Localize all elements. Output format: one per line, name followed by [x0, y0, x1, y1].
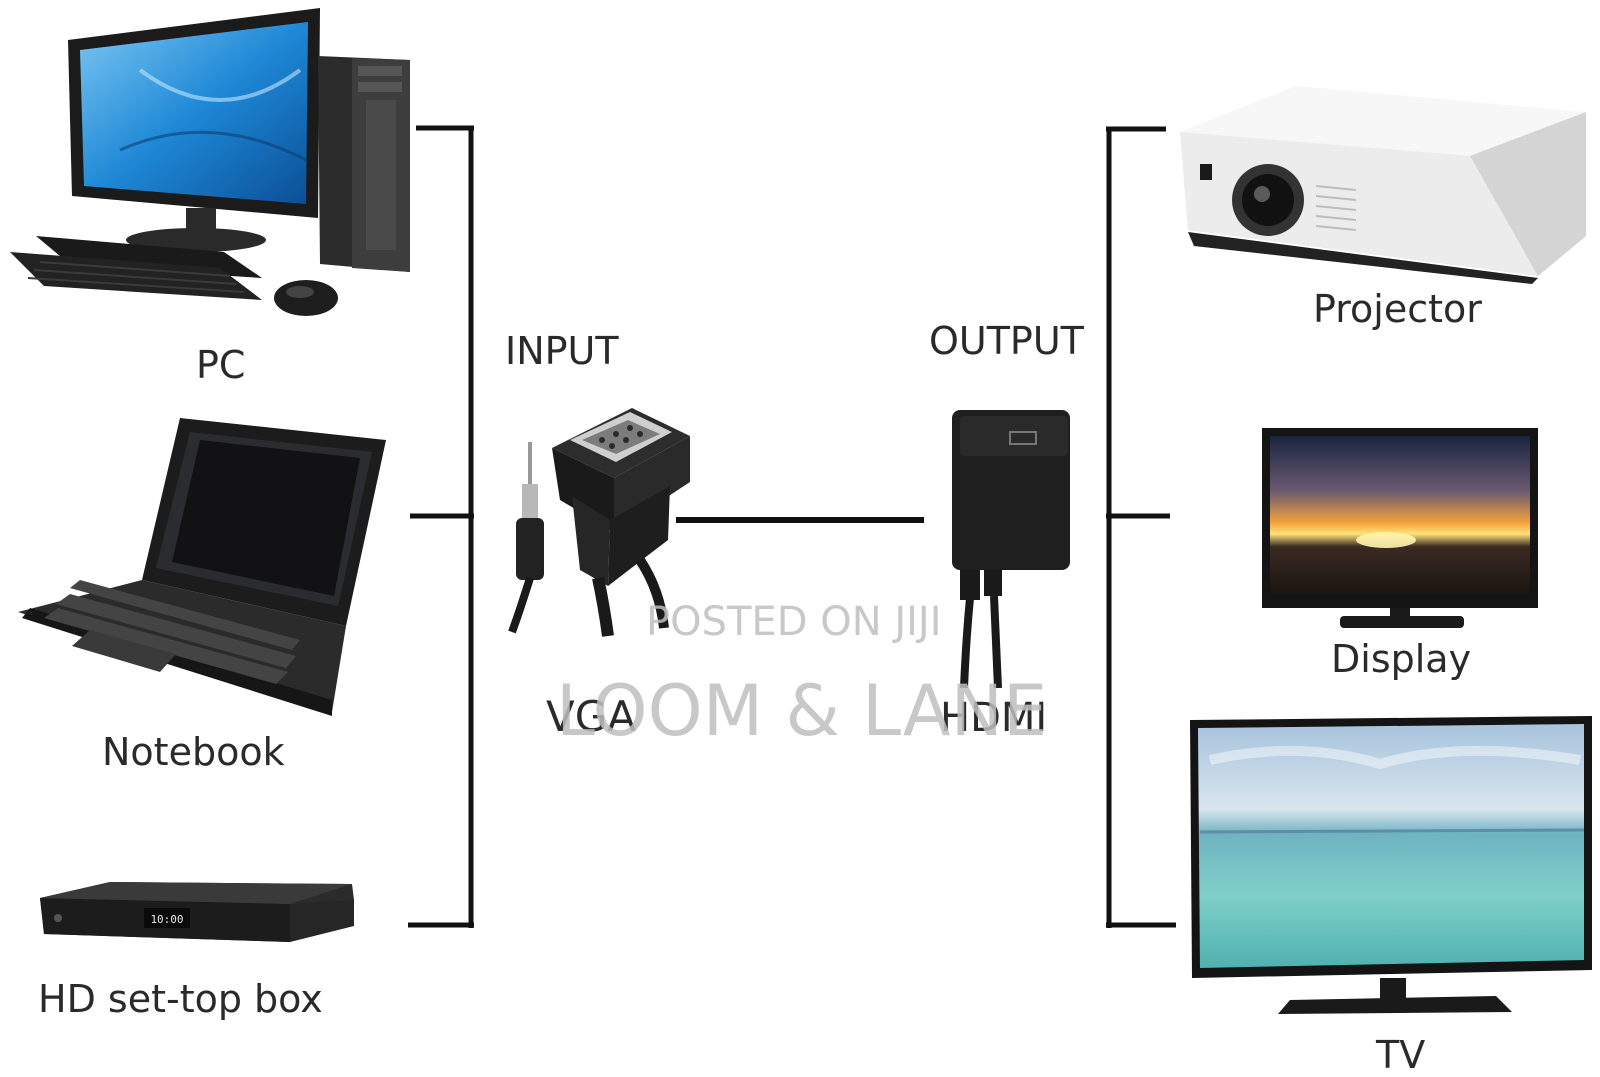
monitor-icon	[1262, 428, 1538, 628]
device-label-display: Display	[1331, 637, 1472, 681]
output-heading: OUTPUT	[929, 319, 1084, 363]
device-label-tv: TV	[1376, 1033, 1426, 1077]
watermark-line2: LOOM & LANE	[556, 670, 1048, 752]
hdmi-adapter-icon	[952, 410, 1070, 689]
device-label-notebook: Notebook	[102, 730, 285, 774]
vga-connector-icon	[508, 408, 690, 637]
watermark-line1: POSTED ON JIJI	[646, 599, 942, 645]
vga-label: VGA	[546, 692, 637, 741]
laptop-icon	[18, 418, 386, 716]
tv-icon	[1190, 716, 1592, 1014]
device-label-pc: PC	[196, 343, 246, 387]
hdmi-label: HDMI	[940, 695, 1048, 741]
input-bracket	[408, 125, 474, 928]
desktop-pc-icon	[10, 8, 410, 316]
device-label-settop: HD set-top box	[38, 977, 323, 1021]
input-heading: INPUT	[505, 329, 619, 373]
set-top-box-icon	[40, 882, 354, 942]
output-bracket	[1106, 126, 1176, 928]
settop-display-text: 10:00	[150, 913, 183, 926]
projector-icon	[1180, 86, 1586, 284]
device-label-projector: Projector	[1313, 287, 1482, 331]
